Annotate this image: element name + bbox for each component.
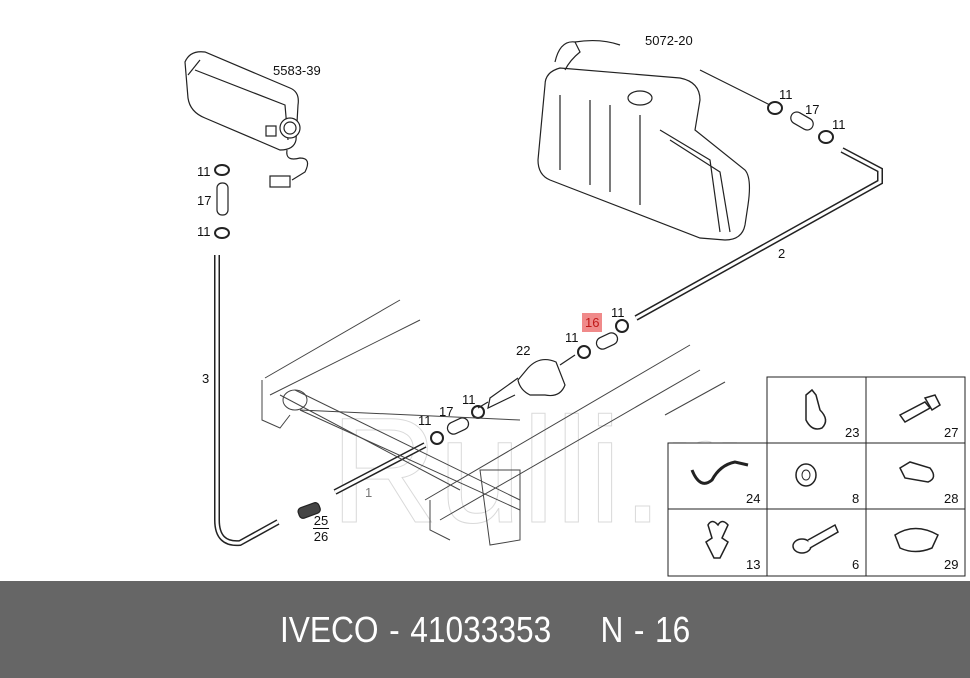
diagram-drawing xyxy=(184,39,966,577)
callout-11: 11 xyxy=(197,224,211,239)
separator: - xyxy=(388,608,400,650)
hardware-27-label: 27 xyxy=(944,425,959,440)
part-info-footer: IVECO-41033353 N-16 xyxy=(0,581,970,678)
parts-diagram: Rulli.ru xyxy=(184,33,966,577)
fuel-tank-icon xyxy=(537,39,771,241)
hardware-29-label: 29 xyxy=(944,557,959,572)
callout-17: 17 xyxy=(805,102,820,117)
callout-22: 22 xyxy=(516,343,531,358)
highlighted-part-callout[interactable]: 16 xyxy=(582,313,603,332)
fraction-bar xyxy=(313,528,329,529)
hardware-28-label: 28 xyxy=(944,491,959,506)
callout-1: 1 xyxy=(365,485,373,500)
heater-assembly-label: 5583-39 xyxy=(273,63,321,78)
hardware-grid xyxy=(664,376,966,577)
callout-11: 11 xyxy=(462,392,476,407)
hardware-13-label: 13 xyxy=(746,557,761,572)
hardware-24-label: 24 xyxy=(746,491,761,506)
hardware-8-label: 8 xyxy=(852,491,860,506)
tank-assembly-label: 5072-20 xyxy=(645,33,693,48)
part-info-text: IVECO-41033353 N-16 xyxy=(275,609,696,651)
brand-name: IVECO xyxy=(279,608,379,650)
hardware-6-label: 6 xyxy=(852,557,860,572)
callout-11: 11 xyxy=(197,164,211,179)
heater-icon xyxy=(184,51,309,188)
position-number: 16 xyxy=(654,608,691,650)
callout-17: 17 xyxy=(197,193,212,208)
callout-3: 3 xyxy=(202,371,210,386)
callout-25: 25 xyxy=(313,513,329,528)
callout-17: 17 xyxy=(439,404,454,419)
callout-2: 2 xyxy=(778,246,786,261)
fuel-pump-icon xyxy=(477,354,576,410)
callout-11: 11 xyxy=(611,305,625,320)
callout-25-26: 25 26 xyxy=(313,514,329,543)
callout-11: 11 xyxy=(565,330,579,345)
callout-26: 26 xyxy=(313,529,329,544)
callout-11: 11 xyxy=(418,413,432,428)
separator: - xyxy=(633,608,645,650)
callout-11: 11 xyxy=(779,87,793,102)
hardware-23-label: 23 xyxy=(845,425,860,440)
part-number: 41033353 xyxy=(410,608,552,650)
callout-11: 11 xyxy=(832,117,846,132)
position-prefix: N xyxy=(600,608,624,650)
